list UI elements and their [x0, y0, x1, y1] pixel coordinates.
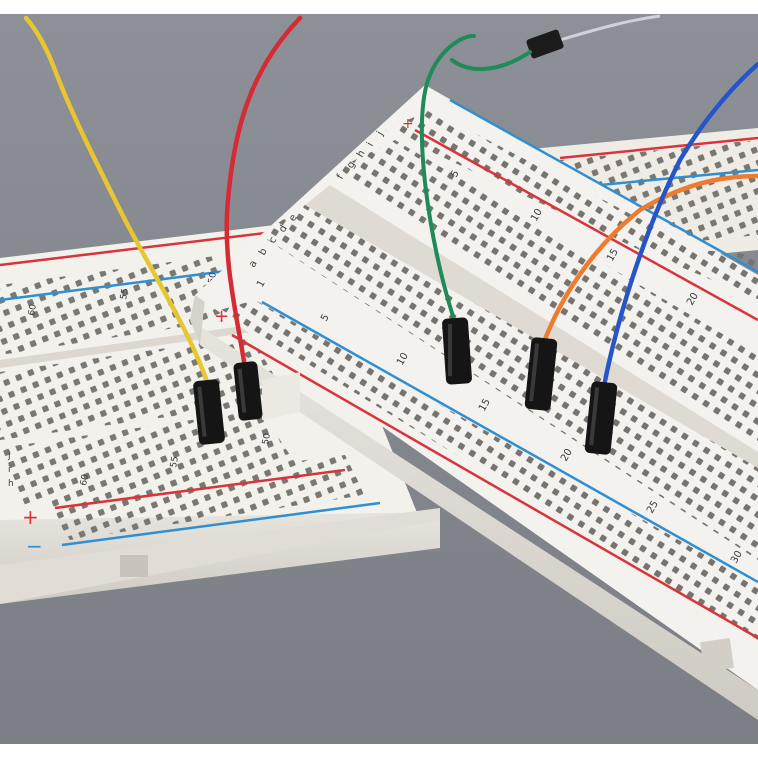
svg-text:i: i: [365, 141, 376, 149]
front-rail-red-top: [414, 128, 758, 322]
back-rail-red-top: [0, 228, 291, 267]
svg-text:f: f: [335, 173, 347, 182]
back-col-label: 50: [261, 432, 273, 445]
back-rail-red-bottom: [54, 468, 346, 510]
gray-wire-connector: [526, 29, 564, 59]
back-col-label: 60: [79, 473, 91, 486]
jumper-wires: [23, 14, 758, 455]
blue-wire: [601, 61, 758, 389]
front-row-letters-left: a b c d e: [247, 213, 300, 270]
svg-text:b: b: [257, 246, 270, 257]
front-rail-blue-bottom: [261, 300, 758, 584]
front-row-letters-right: f g h i j: [335, 130, 386, 182]
back-col-label: 55: [119, 288, 131, 301]
back-col-label: 50: [207, 271, 219, 284]
back-rail-blue-top: [0, 266, 251, 302]
front-plus-sign-top: +: [402, 116, 414, 132]
back-row-letter: i: [8, 465, 11, 475]
svg-text:5: 5: [319, 312, 332, 323]
green-wire: [419, 34, 532, 327]
yellow-wire: [23, 15, 211, 388]
svg-text:e: e: [287, 213, 300, 224]
svg-text:g: g: [345, 159, 358, 170]
svg-text:d: d: [277, 223, 290, 234]
front-rail-blue-top: [449, 98, 758, 274]
orange-wire: [541, 173, 758, 345]
front-breadboard: + + a b c d e f g h i j 1 5 10 15 20 25 …: [190, 85, 758, 720]
svg-text:a: a: [247, 259, 260, 270]
svg-text:5: 5: [449, 168, 462, 179]
back-rail-blue-bottom: [61, 501, 381, 547]
red-wire: [224, 15, 303, 371]
svg-text:j: j: [375, 130, 386, 139]
gray-wire: [559, 14, 661, 42]
svg-text:c: c: [267, 235, 279, 245]
back-row-letter: h: [8, 479, 14, 489]
front-rail-red-bottom: [231, 333, 758, 640]
svg-text:h: h: [355, 149, 368, 160]
back-row-letter: j: [7, 451, 11, 461]
back-col-label: 60: [27, 303, 39, 316]
svg-text:1: 1: [255, 278, 268, 289]
green-wire-connector: [442, 317, 472, 385]
back-minus-sign: −: [26, 534, 43, 558]
back-col-label: 55: [169, 456, 181, 469]
back-plus-sign: +: [22, 505, 39, 529]
front-plus-sign: +: [214, 306, 229, 327]
